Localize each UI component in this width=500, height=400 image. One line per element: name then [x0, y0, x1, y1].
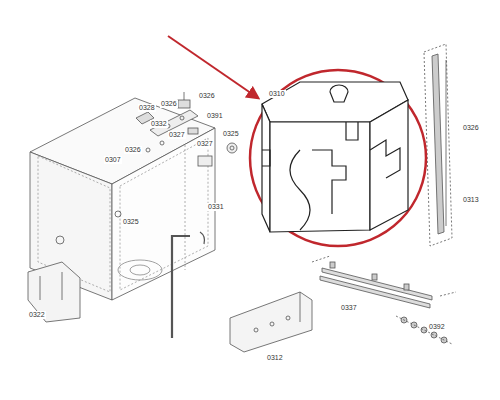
callout-number: 0326	[160, 100, 178, 108]
callout-number: 0391	[206, 112, 224, 120]
callout-number: 0310	[268, 90, 286, 98]
callout-number: 0326	[462, 124, 480, 132]
callout-number: 0328	[138, 104, 156, 112]
callout-number: 0327	[196, 140, 214, 148]
callout-number: 0313	[462, 196, 480, 204]
callout-number: 0392	[428, 323, 446, 331]
callout-number: 0307	[104, 156, 122, 164]
callout-number: 0312	[266, 354, 284, 362]
zoom-circle	[250, 70, 426, 246]
callout-number: 0326	[124, 146, 142, 154]
dishwasher-tub	[28, 44, 456, 352]
callout-number: 0327	[168, 131, 186, 139]
callout-number: 0326	[198, 92, 216, 100]
callout-number: 0325	[122, 218, 140, 226]
bracket-detail	[262, 82, 408, 232]
callout-number: 0331	[207, 203, 225, 211]
callout-number: 0322	[28, 311, 46, 319]
pointer-arrow	[168, 36, 258, 98]
callout-number: 0332	[150, 120, 168, 128]
callout-number: 0325	[222, 130, 240, 138]
callout-number: 0337	[340, 304, 358, 312]
